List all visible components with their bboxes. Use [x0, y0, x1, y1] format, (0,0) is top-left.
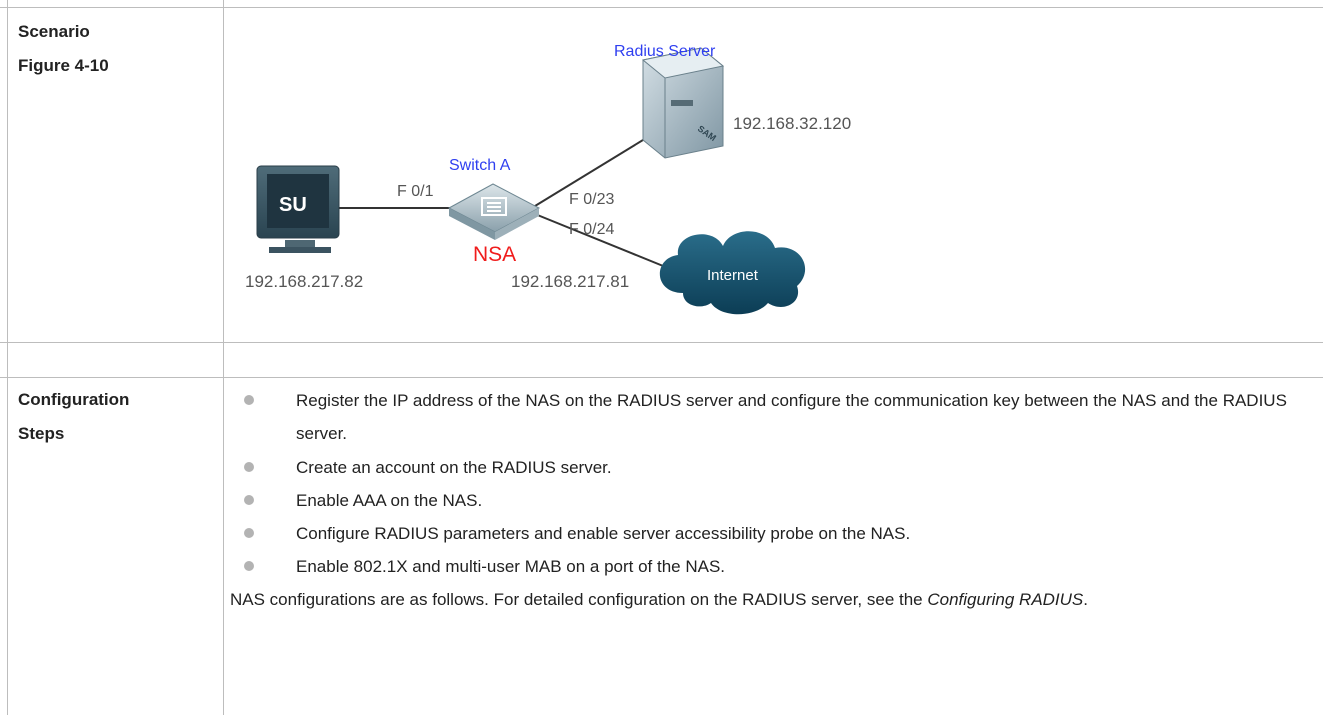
configuration-label: Configuration: [18, 390, 130, 409]
config-note-period: .: [1083, 590, 1089, 609]
pc-badge: SU: [279, 194, 307, 216]
port-f0-23-label: F 0/23: [569, 191, 614, 208]
bullet-icon: [244, 528, 254, 538]
table-top-border: [0, 7, 1323, 8]
scenario-label: Scenario: [18, 22, 90, 41]
bullet-icon: [244, 462, 254, 472]
network-diagram: SAM Radius Server 192.168.32.120 Switch …: [245, 43, 851, 315]
step-text: Configure RADIUS parameters and enable s…: [296, 524, 911, 543]
bullet-icon: [244, 395, 254, 405]
pc-monitor-icon: SU: [256, 165, 340, 253]
bullet-icon: [244, 495, 254, 505]
bullet-icon: [244, 561, 254, 571]
config-note: NAS configurations are as follows. For d…: [230, 583, 1312, 616]
config-note-text: NAS configurations are as follows. For d…: [230, 590, 923, 609]
steps-label: Steps: [18, 424, 65, 443]
step-text: Register the IP address of the NAS on th…: [296, 391, 1287, 443]
figure-label: Figure 4-10: [18, 56, 109, 75]
list-item: Create an account on the RADIUS server.: [230, 451, 1310, 484]
step-text: Create an account on the RADIUS server.: [296, 458, 612, 477]
list-item: Enable 802.1X and multi-user MAB on a po…: [230, 550, 1310, 583]
switch-ip-label: 192.168.217.81: [511, 272, 629, 291]
link-switch-server: [534, 139, 644, 207]
switch-icon: [447, 183, 541, 240]
list-item: Enable AAA on the NAS.: [230, 484, 1310, 517]
list-item: Register the IP address of the NAS on th…: [230, 384, 1310, 450]
port-f0-24-label: F 0/24: [569, 221, 614, 238]
step-text: Enable 802.1X and multi-user MAB on a po…: [296, 557, 726, 576]
internet-cloud-icon: Internet: [659, 231, 806, 315]
port-f0-1-label: F 0/1: [397, 183, 434, 200]
configuring-radius-ref: Configuring RADIUS: [927, 590, 1084, 609]
radius-server-icon: SAM: [641, 47, 725, 159]
table-column-divider: [223, 0, 224, 715]
internet-label: Internet: [707, 267, 759, 284]
radius-server-ip: 192.168.32.120: [733, 114, 851, 133]
nsa-label: NSA: [473, 243, 516, 266]
switch-label: Switch A: [449, 157, 511, 174]
step-text: Enable AAA on the NAS.: [296, 491, 483, 510]
pc-ip-label: 192.168.217.82: [245, 272, 363, 291]
table-row-divider: [0, 377, 1323, 378]
table-row-divider: [0, 342, 1323, 343]
list-item: Configure RADIUS parameters and enable s…: [230, 517, 1310, 550]
radius-server-label: Radius Server: [614, 43, 716, 60]
link-switch-internet: [534, 213, 674, 271]
table-left-border: [7, 0, 8, 715]
